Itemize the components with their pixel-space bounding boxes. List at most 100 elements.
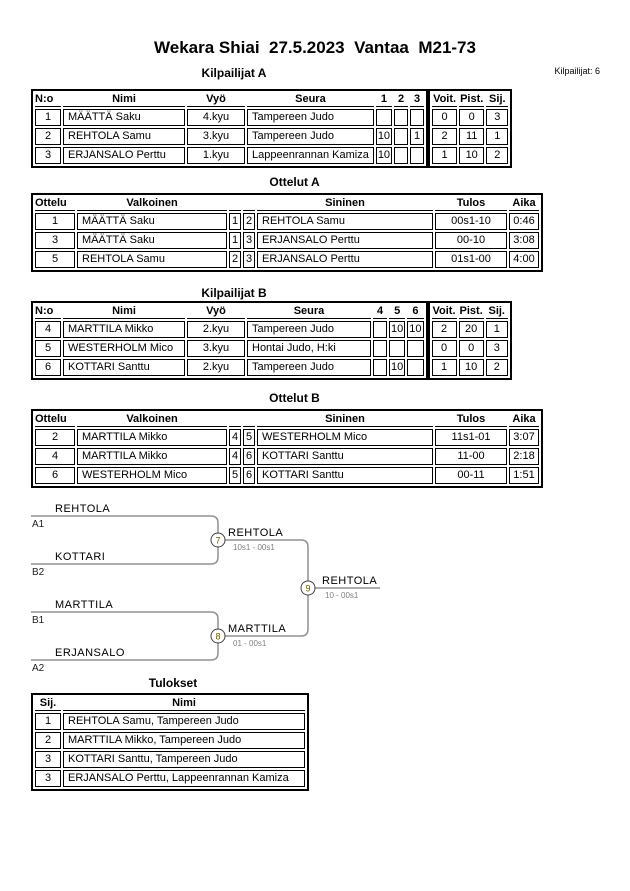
col-header-sininen: Sininen — [257, 197, 433, 211]
cell-blue-no: 3 — [243, 232, 255, 249]
matches-b-section: Ottelu Valkoinen Sininen Tulos Aika 2 MA… — [31, 409, 543, 488]
cell-opp1 — [375, 109, 393, 126]
col-header-tulos: Tulos — [435, 413, 507, 427]
cell-nimi: KOTTARI Santtu — [63, 359, 185, 376]
cell-sij: 1 — [486, 128, 509, 145]
result-row: 3 ERJANSALO Perttu, Lappeenrannan Kamiza — [35, 770, 305, 787]
bracket-seed: B1 — [32, 615, 45, 626]
final-bracket-lines — [225, 539, 309, 637]
cell-voit: 2 — [431, 321, 457, 338]
cell-vyo: 2.kyu — [187, 321, 245, 338]
cell-match-no: 1 — [35, 213, 75, 230]
cell-opp3: 1 — [410, 128, 425, 145]
col-header-sininen: Sininen — [257, 413, 433, 427]
pool-a-standings-table: Voit. Pist. Sij. 0 0 3 2 11 1 1 10 2 — [428, 89, 513, 168]
cell-opp3 — [410, 109, 425, 126]
competitor-row: 6 KOTTARI Santtu 2.kyu Tampereen Judo 10 — [35, 359, 424, 376]
cell-opp2 — [394, 109, 409, 126]
col-header-vyo: Vyö — [187, 305, 245, 319]
cell-vyo: 4.kyu — [187, 109, 245, 126]
cell-white-no: 5 — [229, 467, 241, 484]
header-row: N:o Nimi Vyö Seura 4 5 6 — [35, 305, 424, 319]
bracket-score: 10s1 - 00s1 — [233, 543, 275, 552]
pool-b-section: N:o Nimi Vyö Seura 4 5 6 4 MARTTILA Mikk… — [31, 301, 512, 380]
cell-pist: 10 — [458, 359, 484, 376]
col-header-white-no — [229, 413, 241, 427]
match-row: 2 MARTTILA Mikko 4 5 WESTERHOLM Mico 11s… — [35, 429, 539, 446]
cell-blue-name: REHTOLA Samu — [257, 213, 433, 230]
matches-a-title: Ottelut A — [269, 175, 320, 189]
cell-vyo: 1.kyu — [187, 147, 245, 164]
pool-a-section: N:o Nimi Vyö Seura 1 2 3 1 MÄÄTTÄ Saku 4… — [31, 89, 513, 168]
col-header-sij: Sij. — [35, 697, 61, 711]
cell-vyo: 2.kyu — [187, 359, 245, 376]
cell-result: 00-11 — [435, 467, 507, 484]
cell-result: 00s1-10 — [435, 213, 507, 230]
col-header-nimi: Nimi — [63, 305, 185, 319]
cell-opp4 — [373, 321, 387, 338]
result-row: 1 REHTOLA Samu, Tampereen Judo — [35, 713, 305, 730]
cell-no: 3 — [35, 147, 61, 164]
cell-opp1: 10 — [375, 128, 393, 145]
cell-nimi: MÄÄTTÄ Saku — [63, 109, 185, 126]
standings-row: 1 10 2 — [431, 359, 508, 376]
cell-white-name: MARTTILA Mikko — [77, 429, 227, 446]
cell-pist: 0 — [459, 109, 485, 126]
col-header-vyo: Vyö — [187, 93, 245, 107]
cell-white-name: WESTERHOLM Mico — [77, 467, 227, 484]
col-header-voit: Voit. — [431, 305, 457, 319]
cell-opp4 — [373, 359, 387, 376]
match-row: 4 MARTTILA Mikko 4 6 KOTTARI Santtu 11-0… — [35, 448, 539, 465]
cell-no: 6 — [35, 359, 61, 376]
cell-nimi: MARTTILA Mikko, Tampereen Judo — [63, 732, 305, 749]
col-header-tulos: Tulos — [435, 197, 507, 211]
cell-time: 3:07 — [509, 429, 539, 446]
match-number: 7 — [215, 536, 220, 546]
standings-row: 0 0 3 — [432, 109, 509, 126]
pool-a-table: N:o Nimi Vyö Seura 1 2 3 1 MÄÄTTÄ Saku 4… — [31, 89, 429, 168]
standings-row: 2 20 1 — [431, 321, 508, 338]
col-header-aika: Aika — [509, 413, 539, 427]
cell-opp2 — [394, 147, 409, 164]
cell-seura: Hontai Judo, H:ki — [247, 340, 371, 357]
cell-voit: 2 — [432, 128, 458, 145]
bracket-score: 01 - 00s1 — [233, 639, 267, 648]
cell-voit: 1 — [432, 147, 458, 164]
cell-opp5 — [389, 340, 406, 357]
bracket-seed: A2 — [32, 663, 45, 674]
cell-pist: 0 — [458, 340, 484, 357]
cell-sij: 3 — [486, 109, 509, 126]
col-header-valkoinen: Valkoinen — [77, 197, 227, 211]
col-header-opp6: 6 — [407, 305, 424, 319]
competitor-row: 1 MÄÄTTÄ Saku 4.kyu Tampereen Judo — [35, 109, 425, 126]
cell-white-name: MÄÄTTÄ Saku — [77, 213, 227, 230]
cell-opp5: 10 — [389, 321, 406, 338]
pool-b-standings-table: Voit. Pist. Sij. 2 20 1 0 0 3 1 10 2 — [427, 301, 512, 380]
cell-sij: 1 — [485, 321, 508, 338]
cell-sij: 1 — [35, 713, 61, 730]
header-row: Voit. Pist. Sij. — [431, 305, 508, 319]
header-row: N:o Nimi Vyö Seura 1 2 3 — [35, 93, 425, 107]
cell-opp4 — [373, 340, 387, 357]
bracket-player: MARTTILA — [55, 599, 113, 611]
cell-white-no: 1 — [229, 232, 241, 249]
cell-pist: 10 — [459, 147, 485, 164]
cell-blue-no: 6 — [243, 467, 255, 484]
cell-white-no: 4 — [229, 448, 241, 465]
cell-opp1: 10 — [375, 147, 393, 164]
cell-blue-name: WESTERHOLM Mico — [257, 429, 433, 446]
match-row: 5 REHTOLA Samu 2 3 ERJANSALO Perttu 01s1… — [35, 251, 539, 268]
cell-match-no: 3 — [35, 232, 75, 249]
cell-blue-name: KOTTARI Santtu — [257, 467, 433, 484]
col-header-nimi: Nimi — [63, 93, 185, 107]
cell-sij: 3 — [485, 340, 508, 357]
col-header-ottelu: Ottelu — [35, 413, 75, 427]
match-row: 1 MÄÄTTÄ Saku 1 2 REHTOLA Samu 00s1-10 0… — [35, 213, 539, 230]
results-table: Sij. Nimi 1 REHTOLA Samu, Tampereen Judo… — [31, 693, 309, 791]
competitor-row: 2 REHTOLA Samu 3.kyu Tampereen Judo 10 1 — [35, 128, 425, 145]
match-number-circle — [210, 532, 226, 548]
cell-nimi: WESTERHOLM Mico — [63, 340, 185, 357]
cell-no: 5 — [35, 340, 61, 357]
cell-pist: 20 — [458, 321, 484, 338]
cell-seura: Tampereen Judo — [247, 359, 371, 376]
